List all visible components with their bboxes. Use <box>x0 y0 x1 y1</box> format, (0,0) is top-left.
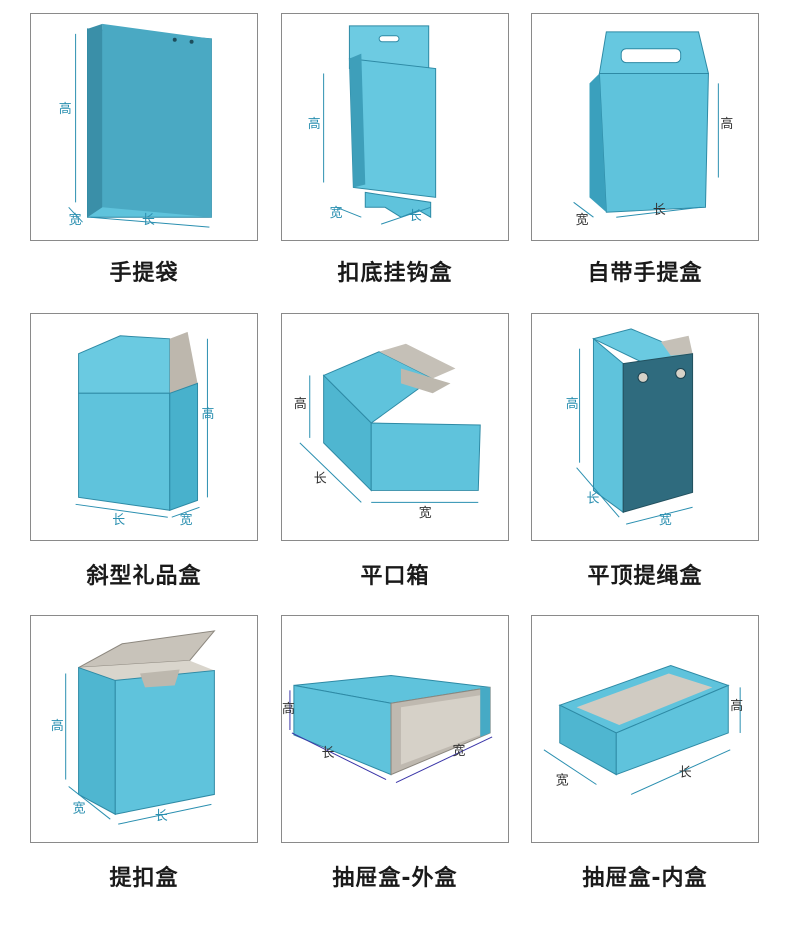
caption-handle-box: 自带手提盒 <box>587 261 703 286</box>
caption-buckle-box: 提扣盒 <box>109 866 179 891</box>
length-label: 长 <box>314 472 327 487</box>
width-label: 宽 <box>452 743 465 759</box>
height-label: 高 <box>308 116 321 132</box>
product-card-drawer-inner[interactable]: 高 宽 长 <box>531 615 759 843</box>
width-label: 宽 <box>73 800 86 816</box>
caption-hanger-box: 扣底挂钩盒 <box>337 261 453 286</box>
length-label: 长 <box>142 213 155 228</box>
product-card-slant-gift-box[interactable]: 高 长 宽 <box>30 313 258 541</box>
length-label: 长 <box>679 766 692 781</box>
height-label: 高 <box>282 701 295 717</box>
height-label: 高 <box>201 406 214 422</box>
length-label: 长 <box>155 809 168 824</box>
length-label: 长 <box>653 203 666 218</box>
product-card-rope-box[interactable]: 高 长 宽 <box>531 313 759 541</box>
product-card-flat-carton[interactable]: 高 长 宽 <box>281 313 509 541</box>
width-label: 宽 <box>180 512 193 528</box>
handle-box-illustration: 高 长 宽 <box>573 31 733 228</box>
width-label: 宽 <box>556 773 569 789</box>
rope-box-illustration: 高 长 宽 <box>566 328 694 528</box>
caption-drawer-inner: 抽屉盒-内盒 <box>582 866 708 891</box>
caption-slant-gift-box: 斜型礼品盒 <box>86 564 202 589</box>
buckle-box-illustration: 高 宽 长 <box>51 630 216 825</box>
flat-carton-illustration: 高 长 宽 <box>294 343 481 521</box>
caption-handbag: 手提袋 <box>109 261 179 286</box>
height-label: 高 <box>730 698 743 714</box>
length-label: 长 <box>322 746 335 761</box>
caption-flat-carton: 平口箱 <box>360 564 430 589</box>
handbag-illustration: 高 长 宽 <box>59 23 212 228</box>
width-label: 宽 <box>659 512 672 528</box>
caption-drawer-outer: 抽屉盒-外盒 <box>332 866 458 891</box>
length-label: 长 <box>587 491 600 506</box>
height-label: 高 <box>51 718 64 734</box>
height-label: 高 <box>294 396 307 412</box>
product-card-hanger-box[interactable]: 高 宽 长 <box>281 13 509 241</box>
hanger-box-illustration: 高 宽 长 <box>308 25 437 225</box>
product-card-buckle-box[interactable]: 高 宽 长 <box>30 615 258 843</box>
drawer-inner-illustration: 高 宽 长 <box>543 665 743 795</box>
drawer-outer-illustration: 高 长 宽 <box>282 674 493 783</box>
width-label: 宽 <box>69 212 82 228</box>
width-label: 宽 <box>576 212 589 228</box>
height-label: 高 <box>566 396 579 412</box>
height-label: 高 <box>59 101 72 117</box>
product-card-drawer-outer[interactable]: 高 长 宽 <box>281 615 509 843</box>
slant-gift-box-illustration: 高 长 宽 <box>75 331 214 528</box>
height-label: 高 <box>720 116 733 132</box>
product-card-handle-box[interactable]: 高 长 宽 <box>531 13 759 241</box>
caption-rope-box: 平顶提绳盒 <box>587 564 703 589</box>
width-label: 宽 <box>330 205 343 221</box>
width-label: 宽 <box>419 505 432 521</box>
product-card-handbag[interactable]: 高 长 宽 <box>30 13 258 241</box>
length-label: 长 <box>112 513 125 528</box>
length-label: 长 <box>409 209 422 224</box>
